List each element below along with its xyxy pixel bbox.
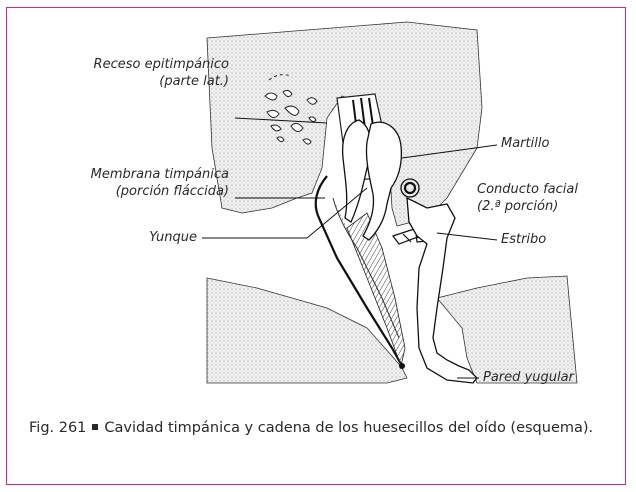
label-martillo: Martillo bbox=[501, 135, 549, 152]
label-pared-text: Pared yugular bbox=[483, 370, 574, 385]
label-estribo-text: Estribo bbox=[501, 232, 546, 247]
caption-number: Fig. 261 bbox=[29, 420, 86, 436]
label-membrana-line2: (porción fláccida) bbox=[29, 183, 229, 200]
label-receso-epitimpanico: Receso epitimpánico (parte lat.) bbox=[39, 56, 229, 90]
label-martillo-text: Martillo bbox=[501, 136, 549, 151]
label-membrana-timpanica: Membrana timpánica (porción fláccida) bbox=[29, 166, 229, 200]
label-receso-line2: (parte lat.) bbox=[39, 73, 229, 90]
label-receso-line1: Receso epitimpánico bbox=[39, 56, 229, 73]
label-membrana-line1: Membrana timpánica bbox=[29, 166, 229, 183]
figure-frame: Receso epitimpánico (parte lat.) Membran… bbox=[6, 7, 626, 485]
figure-caption: Fig. 261 Cavidad timpánica y cadena de lo… bbox=[29, 419, 609, 438]
label-conducto-facial: Conducto facial (2.ª porción) bbox=[477, 181, 578, 215]
label-conducto-line1: Conducto facial bbox=[477, 181, 578, 198]
malleus bbox=[343, 120, 371, 222]
label-yunque: Yunque bbox=[97, 229, 197, 246]
jugular-point bbox=[399, 363, 405, 369]
caption-bullet-icon bbox=[92, 424, 98, 430]
label-pared-yugular: Pared yugular bbox=[483, 369, 574, 386]
label-estribo: Estribo bbox=[501, 231, 546, 248]
label-yunque-text: Yunque bbox=[149, 230, 197, 245]
caption-text: Cavidad timpánica y cadena de los huesec… bbox=[104, 420, 593, 436]
label-conducto-line2: (2.ª porción) bbox=[477, 198, 578, 215]
